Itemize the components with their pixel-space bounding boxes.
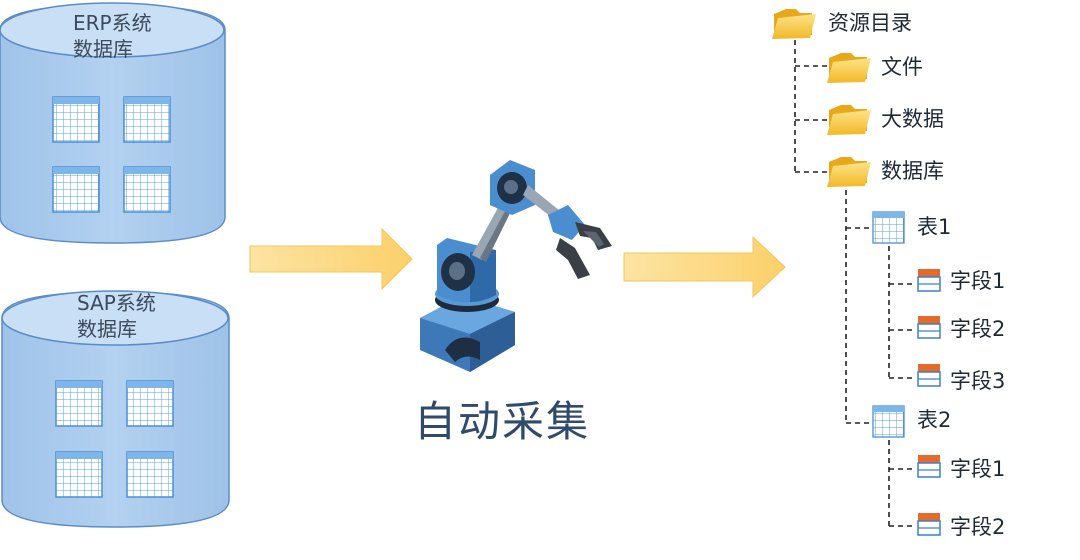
- folder-icon-file: [827, 53, 871, 83]
- tree-connectors: [794, 40, 916, 528]
- erp-table-icon: [52, 96, 171, 213]
- field-icon-t1-3: [917, 364, 941, 387]
- erp-db-label-line1: ERP系统: [73, 11, 152, 35]
- tree-node-table1-field1[interactable]: 字段1: [950, 269, 1006, 293]
- tree-node-database[interactable]: 数据库: [881, 159, 944, 183]
- field-icon-t1-1: [917, 269, 941, 292]
- tree-node-table2-field1[interactable]: 字段1: [950, 457, 1006, 481]
- tree-node-table2[interactable]: 表2: [917, 408, 952, 432]
- tree-node-file[interactable]: 文件: [881, 55, 923, 79]
- auto-collect-label: 自动采集: [414, 397, 591, 446]
- field-icon-t1-2: [917, 316, 941, 339]
- sap-db-label-line1: SAP系统: [77, 291, 156, 315]
- table-icon-1: [872, 211, 905, 244]
- tree-node-table1-field3[interactable]: 字段3: [950, 369, 1006, 393]
- sap-table-icon: [55, 380, 174, 498]
- field-icon-t2-2: [917, 513, 941, 536]
- sap-database-cylinder: [1, 290, 230, 528]
- tree-node-table1-field2[interactable]: 字段2: [950, 317, 1006, 341]
- field-icon-t2-1: [917, 455, 941, 478]
- robot-arm-icon: [420, 160, 612, 372]
- folder-icon-database: [827, 157, 871, 187]
- arrow-right-icon-input: [249, 227, 413, 291]
- arrow-right-icon-output: [623, 235, 786, 299]
- folder-icon-root: [772, 9, 816, 39]
- tree-node-table1[interactable]: 表1: [917, 215, 952, 239]
- erp-db-label-line2: 数据库: [73, 37, 133, 61]
- tree-node-bigdata[interactable]: 大数据: [881, 107, 944, 131]
- erp-database-cylinder: [0, 2, 226, 244]
- table-icon-2: [872, 405, 905, 438]
- sap-db-label-line2: 数据库: [77, 317, 137, 341]
- tree-node-root[interactable]: 资源目录: [828, 11, 912, 35]
- tree-node-table2-field2[interactable]: 字段2: [950, 515, 1006, 539]
- folder-icon-bigdata: [827, 105, 871, 135]
